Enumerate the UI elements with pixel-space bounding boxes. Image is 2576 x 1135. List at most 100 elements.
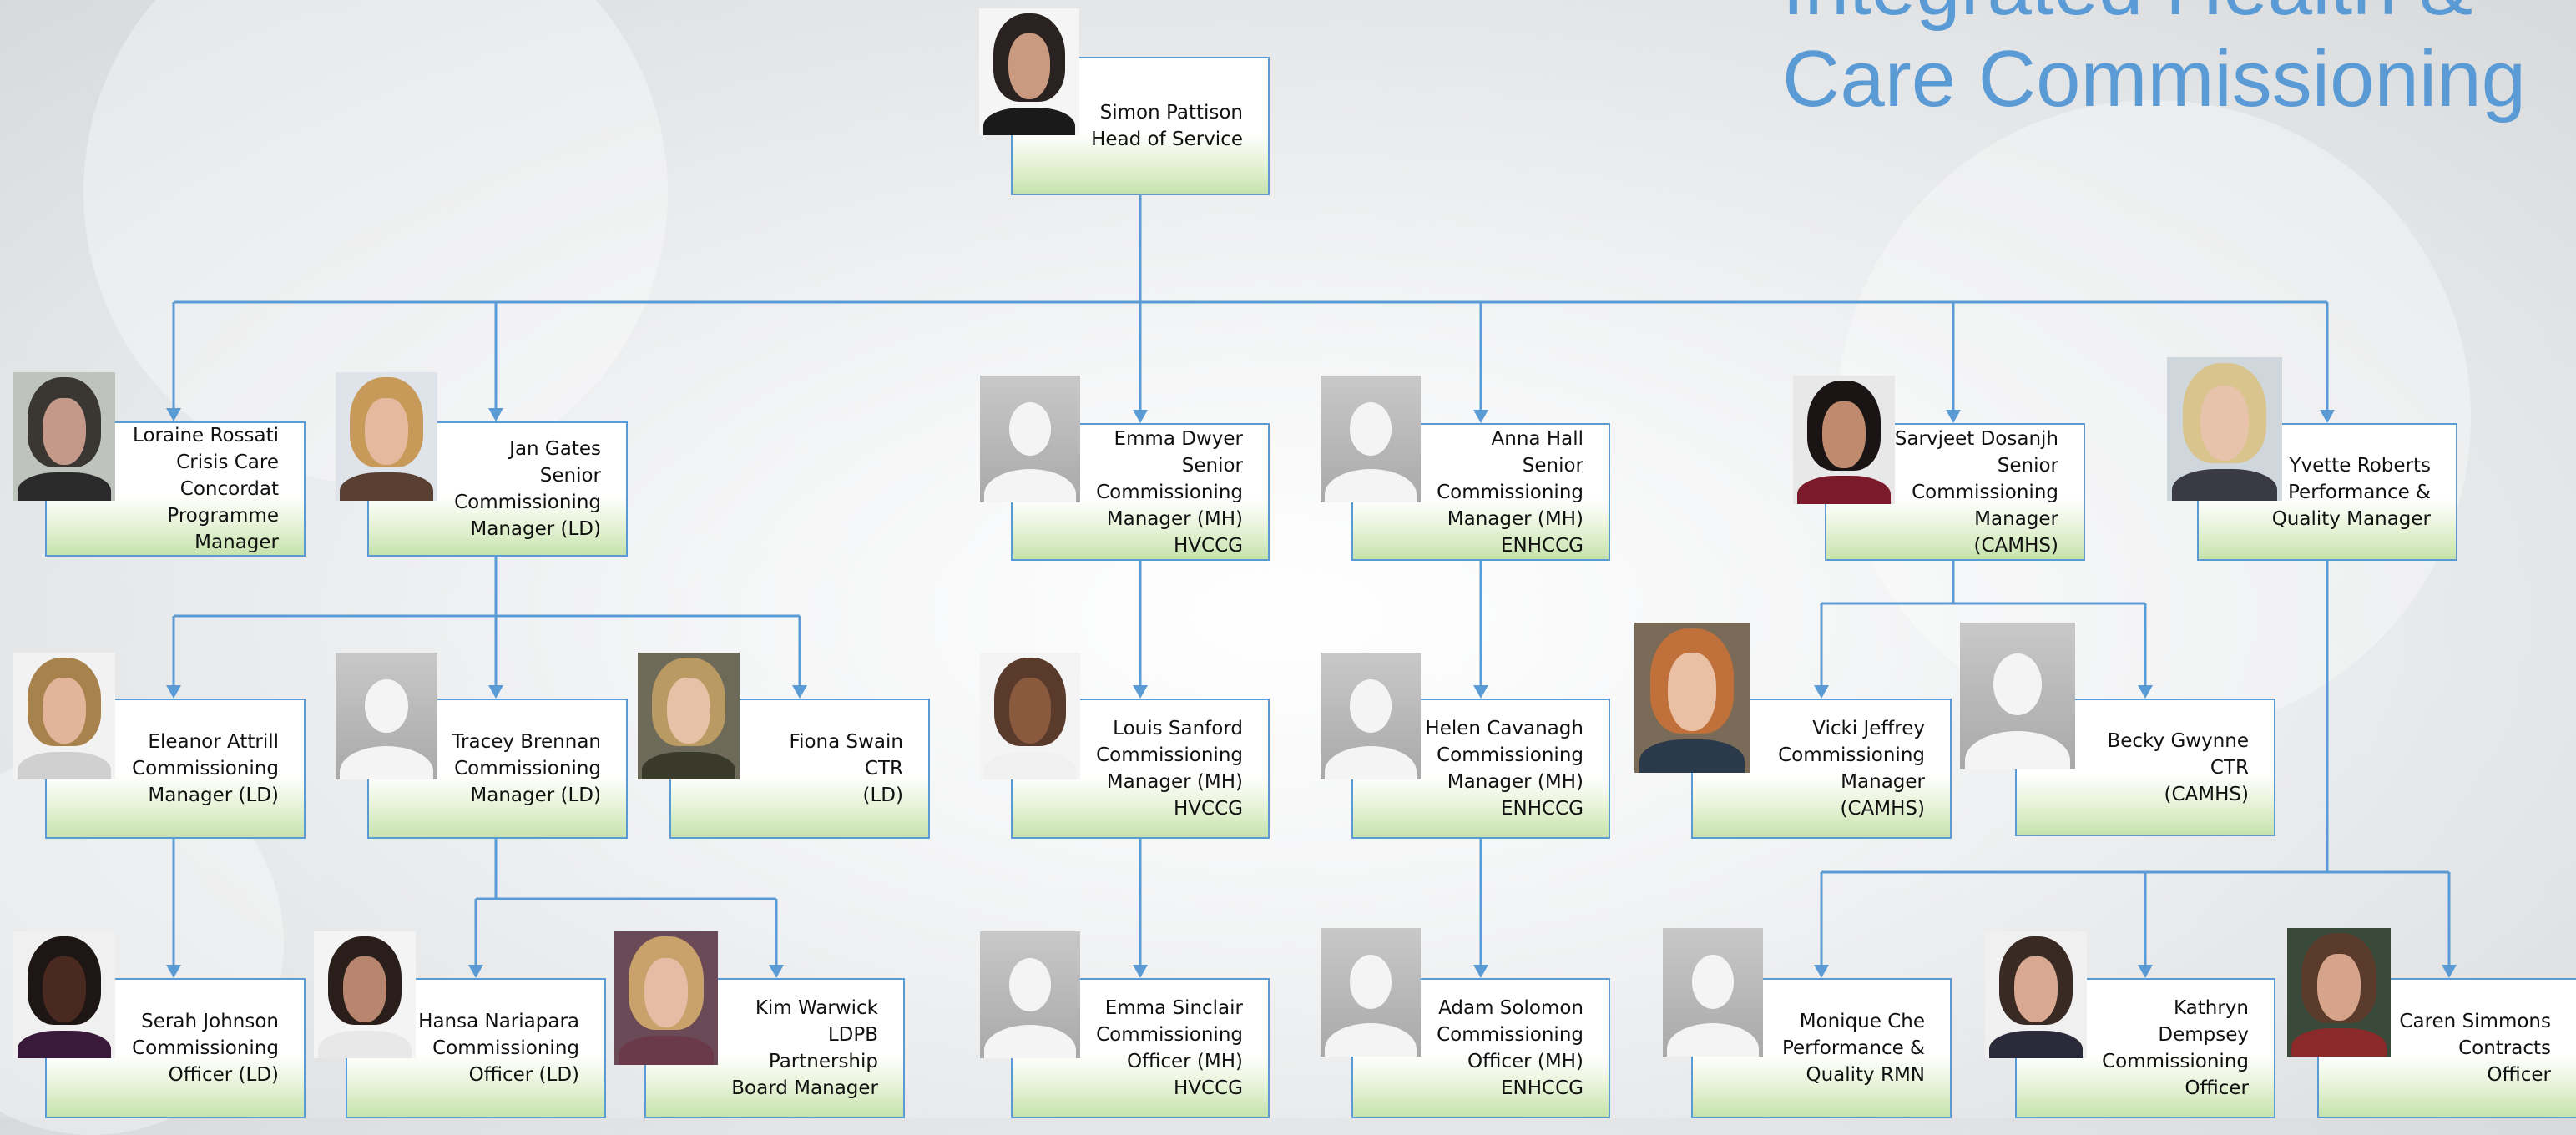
connector-arrow	[2138, 965, 2153, 978]
profile-placeholder-icon	[1663, 928, 1763, 1057]
person-role-line: Senior	[1522, 454, 1583, 477]
person-role-line: Crisis Care	[176, 451, 279, 473]
person-role-line: CTR	[2210, 756, 2249, 779]
connector-arrow	[2138, 685, 2153, 699]
connector-arrow	[488, 408, 503, 421]
profile-photo	[614, 931, 718, 1065]
profile-photo	[2287, 928, 2391, 1057]
person-name: Yvette Roberts	[2289, 454, 2431, 477]
person-name: Sarvjeet Dosanjh	[1894, 427, 2058, 450]
connector-arrow	[488, 685, 503, 699]
photo-face	[343, 956, 386, 1023]
profile-placeholder-icon	[1960, 623, 2075, 769]
profile-photo	[1985, 931, 2087, 1058]
person-name: Adam Solomon	[1438, 997, 1583, 1019]
person-name: Monique Che	[1799, 1011, 1925, 1032]
profile-placeholder-icon	[980, 931, 1080, 1058]
silhouette-body	[1324, 1022, 1417, 1057]
connector-arrow	[1814, 685, 1829, 699]
connector-arrow	[1133, 410, 1148, 423]
connector-arrow	[1946, 410, 1961, 423]
person-role-line: Manager (MH)	[1106, 771, 1243, 793]
photo-clothing	[1988, 1030, 2084, 1058]
photo-face	[2316, 953, 2361, 1021]
profile-photo	[638, 653, 740, 779]
person-role-line: ENHCCG	[1501, 798, 1583, 820]
title-line-1: Integrated Health &	[1782, 0, 2526, 33]
silhouette-head	[1008, 401, 1052, 456]
person-role-line: ENHCCG	[1501, 1077, 1583, 1099]
person-name: Emma Sinclair	[1104, 997, 1243, 1019]
person-role-line: Head of Service	[1091, 129, 1243, 150]
person-role-line: Commissioning	[1437, 744, 1583, 766]
person-name: Vicki Jeffrey	[1812, 718, 1925, 739]
connector-arrow	[166, 408, 181, 421]
photo-clothing	[2171, 469, 2278, 501]
profile-photo	[314, 931, 416, 1058]
photo-face	[1008, 33, 1051, 100]
photo-clothing	[17, 751, 112, 779]
profile-placeholder-icon	[1321, 653, 1421, 779]
connector-arrow	[2320, 410, 2335, 423]
connector-arrow	[1473, 685, 1488, 699]
silhouette-head	[1349, 678, 1392, 733]
person-role-line: Commissioning	[454, 758, 601, 779]
connector-arrow	[166, 965, 181, 978]
profile-photo	[1634, 623, 1750, 773]
photo-clothing	[641, 751, 736, 779]
person-name: Becky Gwynne	[2107, 729, 2249, 752]
person-name: Caren Simmons	[2399, 1011, 2551, 1032]
silhouette-body	[339, 746, 434, 779]
connector-arrow	[166, 685, 181, 699]
person-role-line: ENHCCG	[1501, 534, 1583, 557]
photo-face	[1008, 678, 1052, 744]
person-role-line: Senior	[1997, 454, 2058, 477]
person-role-line: Quality Manager	[2271, 507, 2431, 530]
silhouette-body	[1964, 731, 2071, 769]
person-role-line: Contracts	[2458, 1037, 2551, 1059]
silhouette-head	[1691, 955, 1735, 1009]
profile-placeholder-icon	[980, 376, 1080, 502]
photo-face	[2200, 386, 2249, 461]
person-role-line: Performance &	[2288, 481, 2431, 503]
person-role-line: Senior	[539, 465, 601, 487]
connector-arrow	[1133, 685, 1148, 699]
connector-arrow	[1814, 965, 1829, 978]
person-role-line: Commissioning	[454, 492, 601, 513]
person-role-line: Commissioning	[1096, 1024, 1243, 1046]
person-name: Kim Warwick	[755, 997, 878, 1019]
person-name: Loraine Rossati	[133, 425, 279, 446]
silhouette-body	[1324, 746, 1417, 779]
person-role-line: Quality RMN	[1806, 1064, 1925, 1086]
person-role-line: Commissioning	[1096, 744, 1243, 766]
person-role-line: Concordat	[179, 478, 279, 500]
profile-photo	[979, 8, 1079, 135]
connector-arrow	[1133, 965, 1148, 978]
person-role-line: Commissioning	[1437, 481, 1583, 503]
person-name: Kathryn	[2173, 997, 2249, 1019]
person-role-line: Manager (LD)	[470, 518, 601, 540]
person-name: Emma Dwyer	[1114, 427, 1244, 450]
photo-clothing	[17, 1030, 112, 1058]
photo-clothing	[339, 472, 434, 501]
profile-photo	[1793, 376, 1895, 504]
silhouette-body	[1324, 469, 1417, 502]
person-name: Tracey Brennan	[452, 731, 601, 753]
person-role-line: Programme	[167, 505, 279, 527]
person-role-line: Manager (MH)	[1447, 771, 1583, 793]
